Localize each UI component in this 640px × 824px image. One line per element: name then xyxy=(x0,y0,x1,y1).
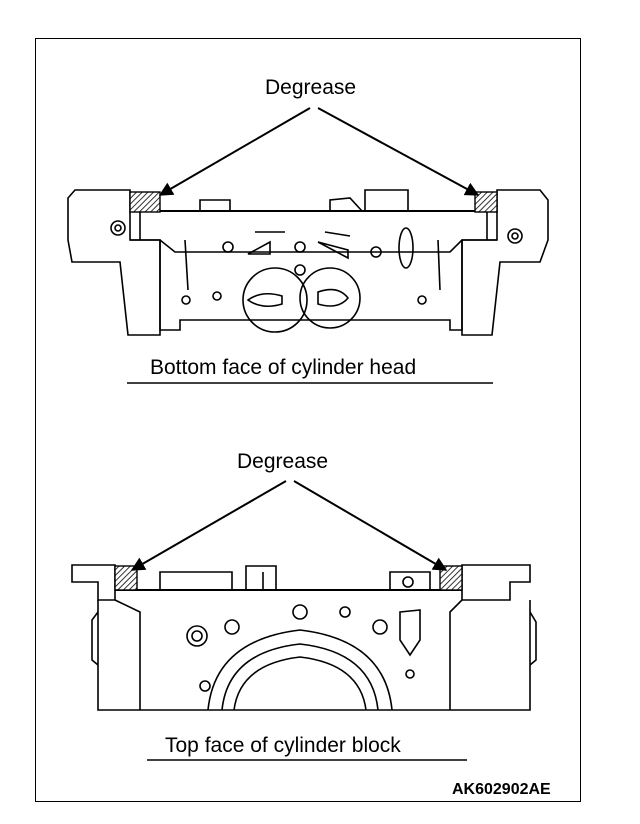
head-right-degrease-area xyxy=(474,191,498,213)
block-degrease-label: Degrease xyxy=(237,450,329,473)
cylinder-head-illustration xyxy=(67,189,549,336)
figure-code: AK602902AE xyxy=(452,781,551,798)
block-right-arrow xyxy=(293,480,448,571)
head-left-degrease-area xyxy=(129,191,161,213)
head-caption: Bottom face of cylinder head xyxy=(150,356,417,379)
block-right-degrease-area xyxy=(439,565,463,591)
block-left-arrow xyxy=(130,480,287,571)
head-left-arrow xyxy=(158,107,311,196)
block-caption: Top face of cylinder block xyxy=(165,734,401,757)
block-left-degrease-area xyxy=(114,565,138,591)
head-right-arrow xyxy=(317,107,480,196)
figure-frame xyxy=(35,38,581,802)
head-degrease-label: Degrease xyxy=(265,76,357,99)
cylinder-block-illustration xyxy=(71,564,537,711)
